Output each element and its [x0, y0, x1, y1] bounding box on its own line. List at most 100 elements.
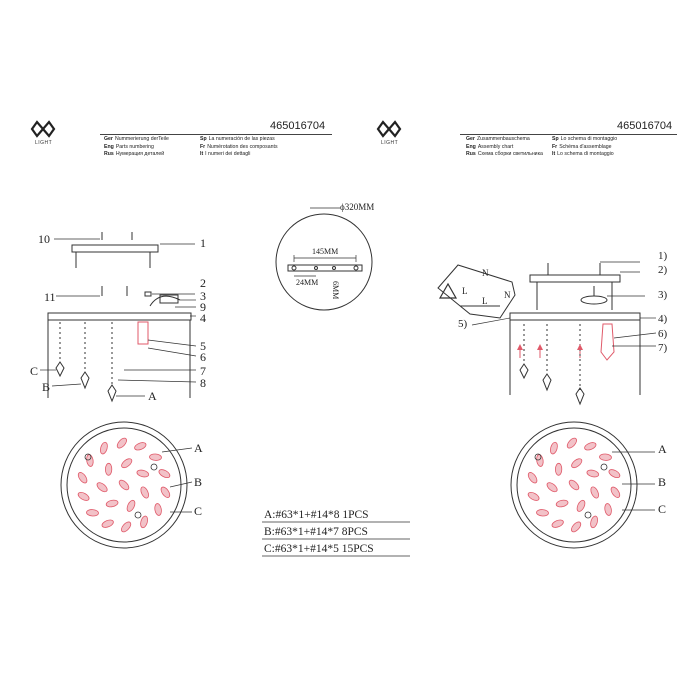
left-plan-crystal	[118, 479, 130, 491]
right-plan-crystal	[604, 503, 612, 516]
center-template	[275, 207, 373, 311]
right-header-rule	[460, 134, 677, 135]
left-plan-crystal	[86, 454, 94, 467]
callout-r-3: 3)	[658, 289, 668, 301]
right-plan-crystal	[527, 472, 538, 484]
callout-r-5: 5)	[458, 318, 468, 330]
left-plan-crystal	[149, 453, 162, 461]
callout-2: 2	[200, 276, 206, 290]
right-fixture-body	[509, 312, 657, 395]
left-plan-crystal	[101, 519, 114, 528]
right-plan-crystal	[536, 454, 544, 467]
right-plan-crystal	[608, 469, 621, 479]
right-plan-crystal	[550, 441, 558, 455]
plan-label-a-right: A	[658, 442, 667, 456]
dim-145mm: 145MM	[312, 247, 339, 256]
right-plan-crystal	[527, 491, 540, 501]
right-plan-crystal	[571, 458, 583, 469]
left-plan-crystal	[121, 521, 132, 533]
right-plan-crystal	[568, 479, 580, 491]
left-plan-crystal	[86, 509, 99, 517]
right-plan-crystal	[555, 499, 569, 508]
callout-r-1: 1)	[658, 250, 668, 262]
callout-r-4: 4)	[658, 313, 668, 325]
right-wiring-detail	[437, 264, 516, 326]
callout-c-left: C	[30, 364, 39, 378]
wire-label-l2: L	[482, 296, 488, 306]
left-plan-crystal	[77, 491, 90, 501]
right-plan-crystals	[527, 437, 621, 533]
left-plan-crystal	[154, 503, 162, 516]
left-plan-crystal	[104, 462, 113, 476]
right-plan-crystal	[586, 469, 600, 478]
right-product-code: 465016704	[617, 120, 673, 132]
left-product-code: 465016704	[270, 120, 326, 132]
brand-logo-icon-right	[376, 118, 402, 144]
right-plan-crystal	[590, 486, 599, 499]
plan-label-b-left: B	[194, 475, 203, 489]
dim-6mm: 6MM	[331, 281, 340, 300]
callout-5: 5	[200, 339, 206, 353]
left-plan-crystal	[105, 499, 119, 508]
right-plan-crystal	[576, 499, 586, 512]
right-plan-crystal	[610, 486, 621, 498]
callout-10: 10	[38, 232, 50, 246]
right-plan-crystal	[566, 437, 577, 449]
left-plan-crystal	[77, 472, 88, 484]
callout-6: 6	[200, 350, 206, 364]
right-plan-mount-hole	[534, 453, 542, 461]
right-crystal-strands	[519, 324, 585, 406]
right-plan-view	[510, 421, 655, 549]
callout-a-left: A	[148, 389, 157, 403]
wire-label-l1: L	[462, 286, 468, 296]
right-plan-mount-hole	[600, 463, 608, 471]
callout-1: 1	[200, 236, 206, 250]
plan-label-b-right: B	[658, 475, 667, 489]
right-plan-crystal	[590, 515, 598, 529]
left-plan-crystal	[134, 442, 147, 451]
left-screws	[56, 286, 195, 297]
callout-3: 3	[200, 289, 206, 303]
spec-line-b: B:#63*1+#14*7 8PCS	[264, 526, 368, 538]
right-plan-crystal	[546, 482, 558, 493]
left-plan-view	[60, 421, 193, 549]
callout-b-left: B	[42, 380, 51, 394]
wire-label-n2: N	[504, 290, 511, 300]
callout-9: 9	[200, 300, 206, 314]
brand-logo-text-right: LIGHT	[381, 140, 399, 146]
callout-r-7: 7)	[658, 342, 668, 354]
right-plan-mount-hole	[584, 511, 592, 519]
right-plan-crystal	[551, 519, 564, 528]
callout-11: 11	[44, 290, 56, 304]
right-plan-crystal	[599, 453, 612, 461]
left-plan-crystal	[140, 515, 148, 529]
spec-line-c: C:#63*1+#14*5 15PCS	[264, 543, 374, 555]
plan-label-a-left: A	[194, 441, 203, 455]
right-plan-crystal	[584, 442, 597, 451]
right-mounting-bar	[529, 261, 645, 310]
plan-label-c-left: C	[194, 504, 203, 518]
right-plan-crystal	[554, 462, 563, 476]
left-plan-crystal	[160, 486, 171, 498]
left-plan-crystal	[158, 469, 171, 479]
plan-label-c-right: C	[658, 502, 667, 516]
right-plan-crystal	[536, 509, 549, 517]
left-crystal-strands	[40, 322, 145, 403]
wire-label-n1: N	[482, 268, 489, 278]
left-plan-crystal	[126, 499, 136, 512]
right-install-arrows	[517, 344, 583, 350]
left-plan-mount-hole	[134, 511, 142, 519]
callout-7: 7	[200, 364, 206, 378]
dim-24mm: 24MM	[296, 278, 319, 287]
callout-8: 8	[200, 376, 206, 390]
left-fixture-body	[47, 312, 197, 398]
left-header-rule	[100, 134, 332, 135]
right-plan-crystal	[571, 521, 582, 533]
brand-logo-text: LIGHT	[35, 140, 53, 146]
dim-diameter: ϕ320MM	[340, 202, 375, 212]
left-mounting-bar	[54, 232, 195, 268]
